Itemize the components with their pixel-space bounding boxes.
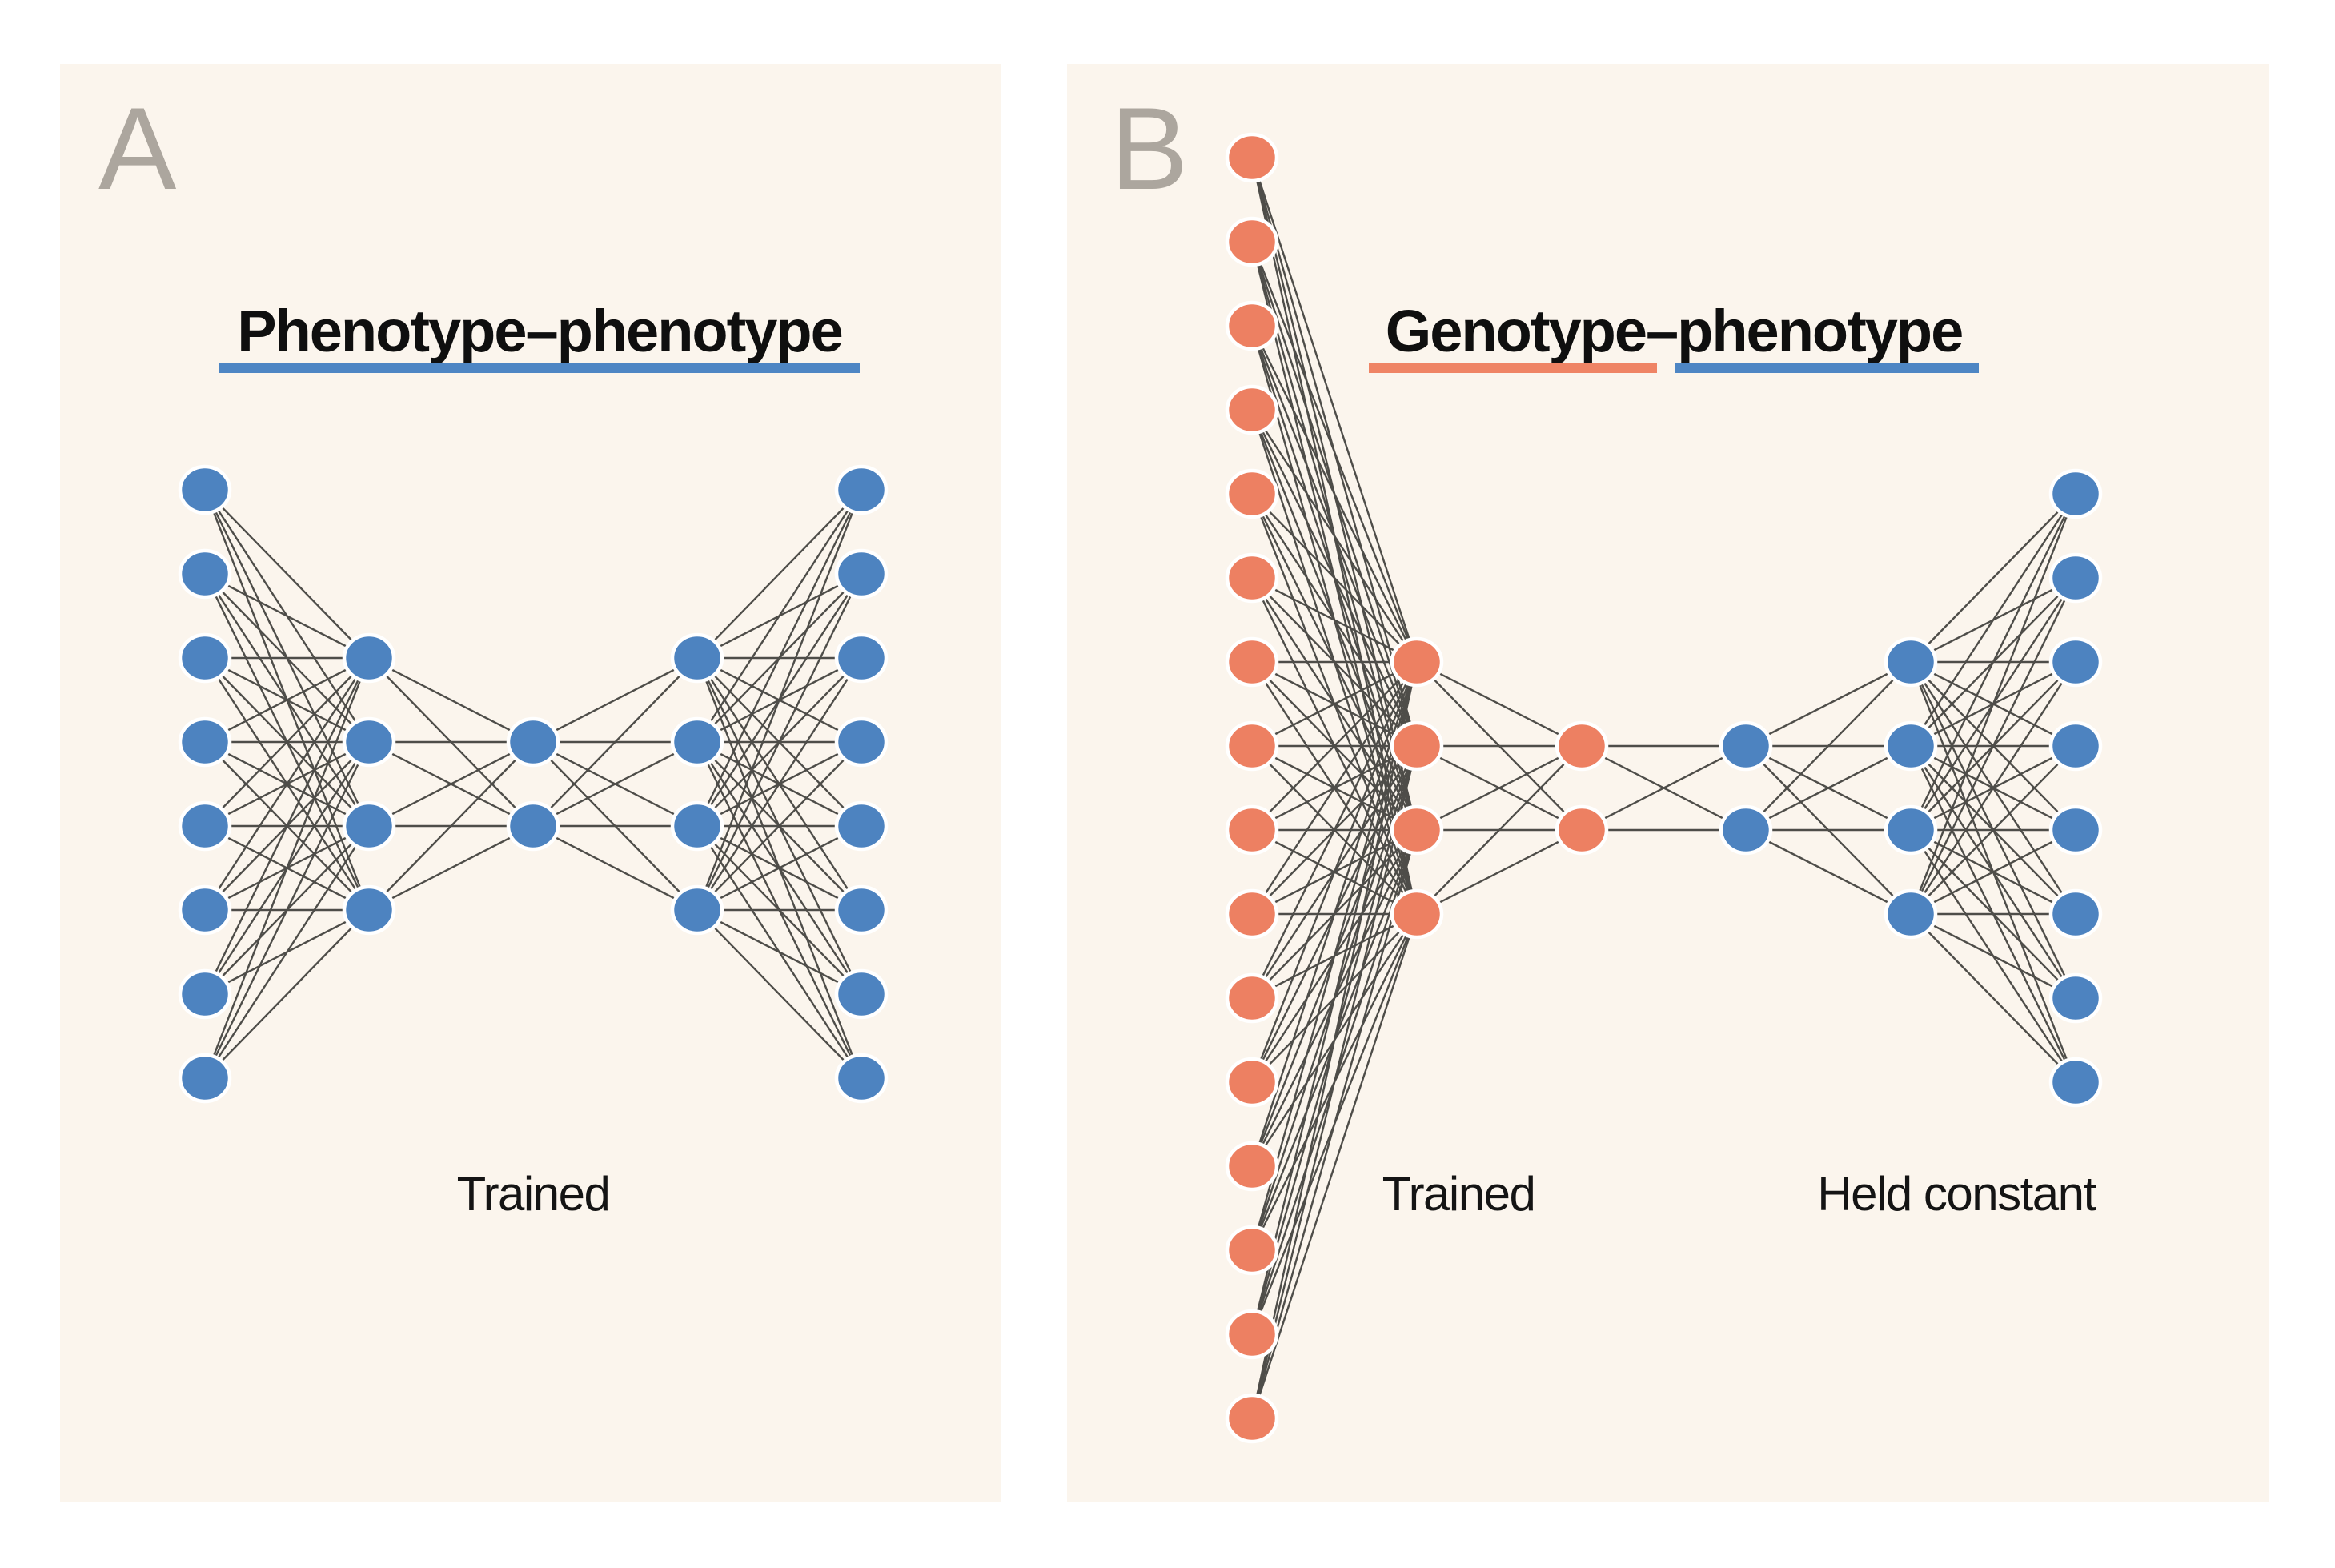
- panel-b-letter: B: [1110, 83, 1189, 214]
- panel-a-letter: A: [98, 83, 177, 214]
- title-underline-b-1: [1675, 363, 1979, 373]
- panel-a-trained-label: Trained: [456, 1167, 611, 1221]
- title-underline-a-0: [219, 363, 860, 373]
- panel-b-title: Genotype–phenotype: [1385, 298, 1964, 364]
- panel-a-title: Phenotype–phenotype: [237, 298, 844, 364]
- panel-a: A Phenotype–phenotype Trained: [60, 64, 1001, 1502]
- panel-b-held-constant-label: Held constant: [1817, 1167, 2096, 1221]
- panel-b: B Genotype–phenotype Trained Held consta…: [1067, 64, 2269, 1502]
- title-underline-b-0: [1369, 363, 1657, 373]
- panel-b-trained-label: Trained: [1382, 1167, 1536, 1221]
